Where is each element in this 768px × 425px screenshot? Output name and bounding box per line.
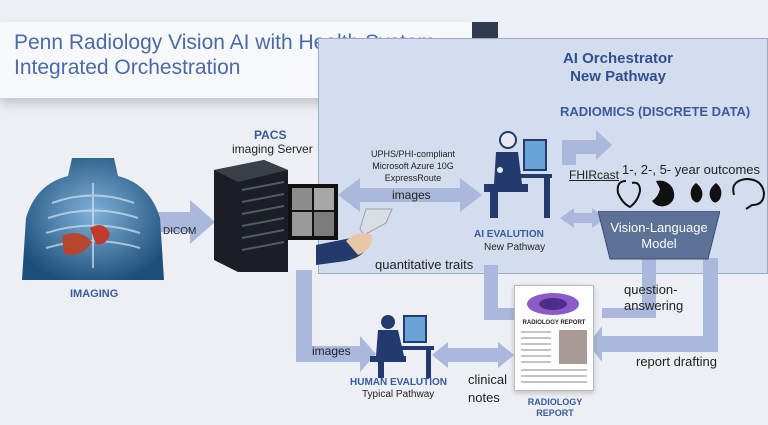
report-drafting-arrow (588, 258, 718, 362)
question-answering-label: question-answering (624, 282, 684, 313)
qa-arrow (602, 258, 656, 318)
heart-icon (616, 180, 642, 209)
server-rack-icon (214, 160, 338, 272)
pacs-title: PACS (254, 128, 287, 142)
uphs-label: UPHS/PHI-compliant Microsoft Azure 10G E… (370, 149, 456, 183)
organ-icons (616, 177, 766, 210)
radiomics-arrow (562, 130, 612, 165)
pacs-subtitle: imaging Server (232, 142, 313, 156)
dicom-arrow (145, 200, 215, 244)
ai-robot-workstation-icon (484, 131, 552, 218)
human-eval-title: HUMAN EVALUTION (350, 377, 448, 388)
ai-eval-title: AI EVALUTION (474, 229, 544, 240)
images-bottom-label: images (312, 344, 351, 358)
vlm-label: Vision-Language Model (610, 220, 708, 251)
hand-handshake-icon (316, 208, 393, 265)
outcomes-label: 1-, 2-, 5- year outcomes (622, 162, 760, 177)
report-header: RADIOLOGY REPORT (522, 320, 586, 326)
fhircast-label: FHIRcast (569, 168, 620, 182)
clinical-notes-label: clinical notes (468, 372, 508, 405)
dicom-label: DICOM (163, 226, 197, 237)
imaging-label: IMAGING (70, 288, 119, 300)
ai-eval-subtitle: New Pathway (484, 242, 546, 253)
human-workstation-icon (370, 315, 434, 378)
human-report-double-arrow (432, 342, 514, 368)
brain-icon (732, 177, 766, 210)
quantitative-traits-label: quantitative traits (375, 257, 474, 272)
orchestrator-title: AI Orchestrator New Pathway (562, 50, 674, 85)
chest-anatomy-image (22, 158, 164, 280)
human-eval-subtitle: Typical Pathway (362, 389, 435, 400)
stomach-icon (652, 180, 675, 207)
radiomics-label: RADIOMICS (DISCRETE DATA) (560, 104, 751, 119)
ai-vlm-double-arrow (560, 208, 606, 228)
images-double-arrow (338, 178, 482, 212)
report-text-lines (521, 330, 587, 383)
report-drafting-label: report drafting (636, 354, 717, 369)
report-logo-icon (527, 293, 579, 315)
vlm-box (598, 211, 720, 260)
report-caption: RADIOLOGY REPORT (527, 397, 583, 418)
images-top-label: images (392, 188, 431, 202)
pacs-to-human-arrow (296, 270, 376, 372)
kidneys-icon (690, 183, 722, 203)
radiology-report-document: RADIOLOGY REPORT (514, 285, 594, 391)
